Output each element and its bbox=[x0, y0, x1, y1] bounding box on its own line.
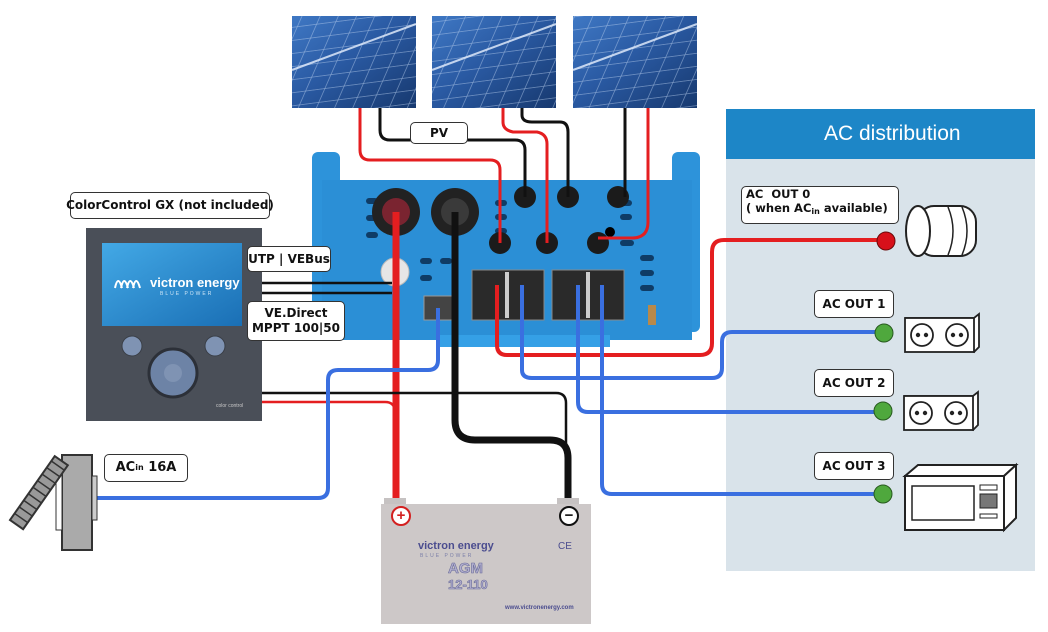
battery-tagline: BLUE POWER bbox=[420, 553, 474, 559]
battery-model-type: AGM bbox=[448, 560, 484, 578]
ac-out-2-wire bbox=[576, 285, 885, 414]
ac-out-0-note-prefix: ( when AC bbox=[746, 201, 812, 216]
cc-screen-tagline: BLUE POWER bbox=[160, 291, 214, 297]
ac-in-main: AC bbox=[115, 459, 136, 475]
ac-out-1-wire bbox=[520, 285, 885, 380]
ac-out-0-label: AC OUT 0 ( when ACin available) bbox=[741, 186, 899, 224]
double-socket-icon-1 bbox=[904, 312, 980, 354]
ac-out-0-wire bbox=[495, 238, 885, 357]
easysolar-inverter bbox=[312, 152, 700, 347]
cc-footer: color control bbox=[216, 403, 244, 409]
ac-out-1-label: AC OUT 1 bbox=[814, 290, 894, 318]
utp-vebus-label: UTP | VEBus bbox=[247, 246, 331, 272]
pv-panel-3 bbox=[572, 16, 698, 108]
ac-out-2-label: AC OUT 2 bbox=[814, 369, 894, 397]
battery-positive-symbol: + bbox=[396, 507, 406, 524]
colorcontrol-label: ColorControl GX (not included) bbox=[66, 192, 274, 219]
ac-out-3-wire bbox=[600, 285, 885, 496]
vedirect-label: VE.Direct MPPT 100|50 bbox=[247, 301, 345, 341]
ac-out-0-name: AC OUT 0 bbox=[746, 187, 811, 201]
battery-brand: victron energy bbox=[418, 540, 494, 552]
cc-power-negative bbox=[262, 391, 568, 505]
victron-logo-icon bbox=[114, 280, 141, 289]
pv-wires bbox=[358, 108, 650, 243]
agm-battery bbox=[381, 498, 591, 624]
cable-drum-icon bbox=[905, 205, 977, 257]
ac-out-0-terminal bbox=[876, 231, 896, 251]
battery-model-number: 12-110 bbox=[448, 577, 488, 593]
ac-in-wire bbox=[96, 308, 440, 500]
ac-inlet-plug-icon bbox=[8, 454, 98, 551]
ac-out-2-terminal bbox=[873, 401, 893, 421]
ac-out-1-terminal bbox=[874, 323, 894, 343]
vedirect-line2: MPPT 100|50 bbox=[251, 321, 341, 335]
vedirect-line1: VE.Direct bbox=[264, 306, 328, 320]
pv-label: PV bbox=[410, 122, 468, 144]
double-socket-icon-2 bbox=[903, 390, 979, 432]
ac-out-3-terminal bbox=[873, 484, 893, 504]
ac-out-0-note: ( when ACin available) bbox=[746, 201, 888, 217]
colorcontrol-gx-device bbox=[86, 228, 262, 421]
ac-distribution-title: AC distribution bbox=[726, 109, 1035, 159]
battery-cert: CE bbox=[558, 541, 572, 552]
battery-negative-symbol: − bbox=[564, 507, 574, 524]
battery-website: www.victronenergy.com bbox=[505, 605, 574, 611]
cc-screen-brand: victron energy bbox=[150, 275, 240, 290]
pv-panel-2 bbox=[431, 16, 557, 108]
cc-power-positive bbox=[262, 400, 397, 413]
ac-in-sub: in bbox=[135, 463, 144, 472]
ac-in-rating: 16A bbox=[148, 459, 177, 475]
ac-out-0-note-suffix: available) bbox=[819, 201, 888, 216]
ac-out-3-label: AC OUT 3 bbox=[814, 452, 894, 480]
pv-panel-1 bbox=[291, 16, 417, 108]
ac-out-0-note-sub: in bbox=[811, 207, 820, 217]
microwave-icon bbox=[902, 462, 1019, 533]
